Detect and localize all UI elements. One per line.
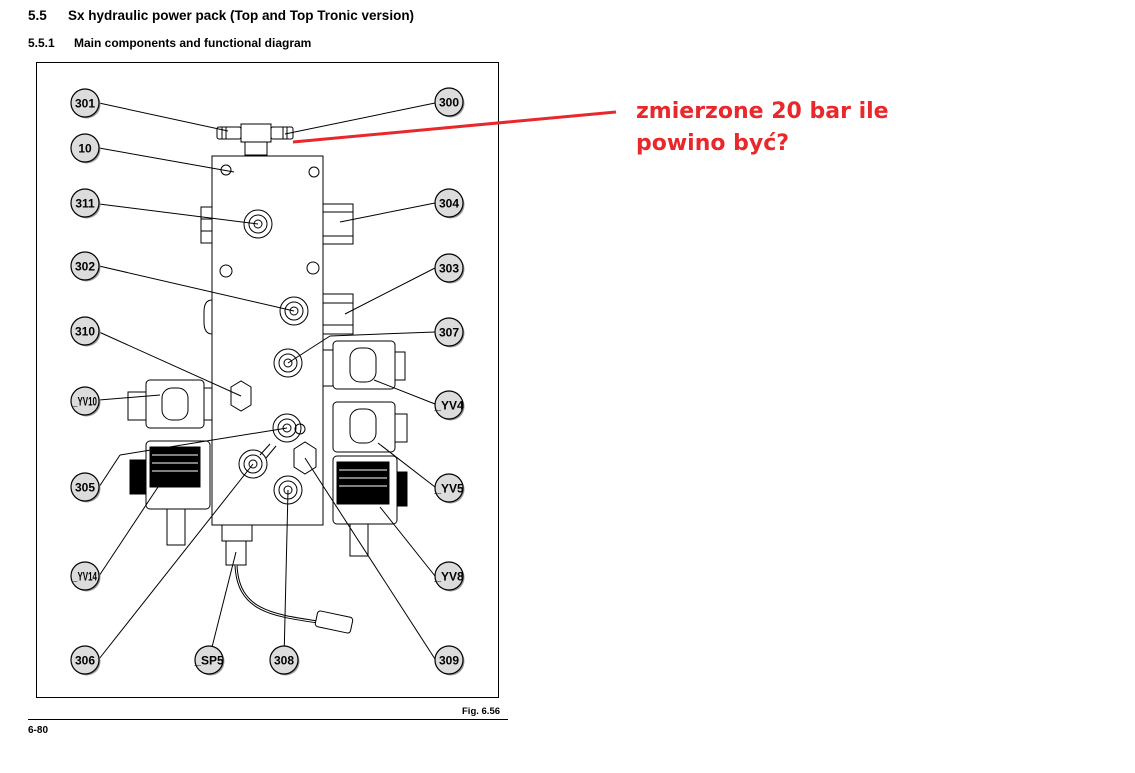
label-text-307: 307 [439, 326, 459, 340]
label-text-303: 303 [439, 262, 459, 276]
label-303: 303 [434, 253, 465, 284]
pressure-switch-sp5 [225, 540, 354, 634]
solenoid-yv5 [332, 401, 408, 453]
label-310: 310 [70, 316, 101, 347]
section-heading: 5.5 Sx hydraulic power pack (Top and Top … [28, 8, 414, 23]
label-text-sp5: _SP5 [193, 654, 224, 668]
label-text-310: 310 [75, 325, 95, 339]
solenoid-yv4 [332, 340, 406, 390]
label-text-308: 308 [274, 654, 294, 668]
annotation-arrow-line [292, 110, 617, 144]
leader-lines [98, 102, 436, 660]
label-307: 307 [434, 317, 465, 348]
figure-frame [36, 62, 499, 698]
label-302: 302 [70, 251, 101, 282]
subsection-title: Main components and functional diagram [74, 36, 312, 50]
label-text-306: 306 [75, 654, 95, 668]
label-301: 301 [70, 88, 101, 119]
tee-fitting [216, 123, 294, 156]
label-yv5: _YV5 [433, 473, 465, 504]
label-300: 300 [434, 87, 465, 118]
label-text-yv14: _YV14 [72, 570, 97, 584]
section-number: 5.5 [28, 8, 47, 23]
label-text-305: 305 [75, 481, 95, 495]
label-text-yv10: _YV10 [72, 395, 97, 409]
valve-block [203, 155, 324, 542]
label-text-311: 311 [75, 197, 95, 211]
label-text-302: 302 [75, 260, 95, 274]
label-10: 10 [70, 133, 101, 164]
label-text-10: 10 [78, 142, 92, 156]
label-yv10: _YV10 [70, 386, 101, 417]
label-306: 306 [70, 645, 101, 676]
label-yv14: _YV14 [70, 561, 101, 592]
side-fittings [200, 203, 354, 387]
label-305: 305 [70, 472, 101, 503]
label-text-309: 309 [439, 654, 459, 668]
annotation-line-1: zmierzone 20 bar ile [636, 99, 889, 124]
label-bubbles: 301 300 10 311 304 302 303 310 307 _YV10 _YV4 305 _Y… [70, 87, 465, 676]
figure-caption: Fig. 6.56 [462, 706, 501, 717]
section-title: Sx hydraulic power pack (Top and Top Tro… [68, 8, 415, 23]
label-304: 304 [434, 188, 465, 219]
subsection-number: 5.5.1 [28, 36, 55, 50]
annotation-line-2: powino być? [636, 131, 790, 156]
label-text-300: 300 [439, 96, 459, 110]
page-number: 6-80 [28, 725, 49, 736]
label-308: 308 [269, 645, 300, 676]
label-text-301: 301 [75, 97, 95, 111]
label-text-yv5: _YV5 [433, 482, 464, 496]
label-text-yv8: _YV8 [433, 570, 464, 584]
solenoid-yv14 [129, 440, 211, 546]
label-yv4: _YV4 [433, 390, 465, 421]
footer-divider [28, 719, 508, 720]
label-text-304: 304 [439, 197, 459, 211]
solenoid-yv10 [127, 379, 213, 429]
label-yv8: _YV8 [433, 561, 465, 592]
annotation-note: zmierzone 20 bar ile powino być? [636, 96, 889, 160]
label-309: 309 [434, 645, 465, 676]
label-311: 311 [70, 188, 101, 219]
subsection-heading: 5.5.1 Main components and functional diag… [28, 36, 311, 50]
solenoid-yv8 [332, 455, 408, 557]
label-sp5: _SP5 [193, 645, 225, 676]
label-text-yv4: _YV4 [433, 399, 464, 413]
